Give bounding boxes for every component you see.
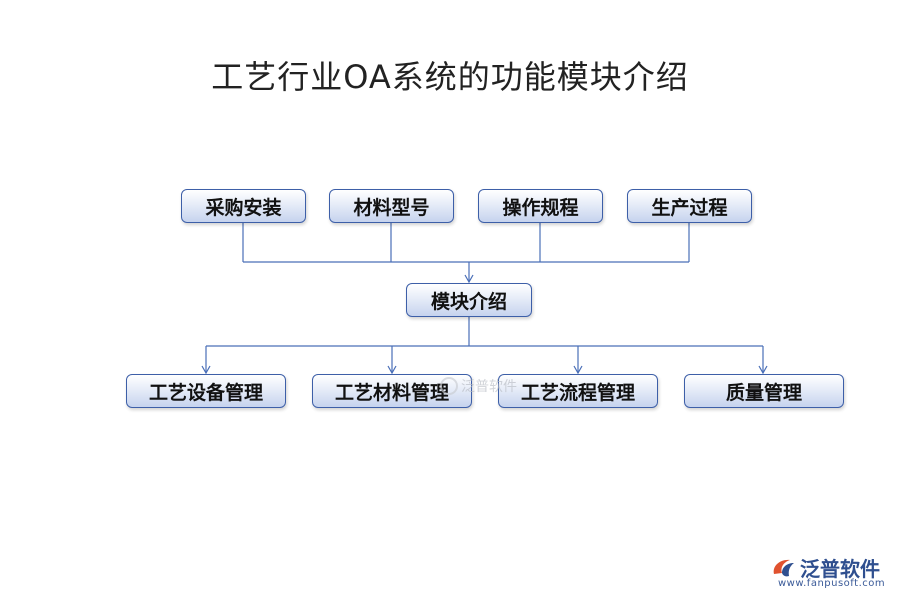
node-flow-management: 工艺流程管理	[498, 374, 658, 408]
brand-logo-icon	[773, 559, 794, 576]
node-material-model: 材料型号	[329, 189, 454, 223]
diagram-title: 工艺行业OA系统的功能模块介绍	[211, 58, 689, 96]
node-operating-procedure: 操作规程	[478, 189, 603, 223]
watermark-logo-icon	[440, 377, 458, 395]
watermark-text: 泛普软件	[461, 379, 517, 395]
brand-logo: 泛普软件	[770, 553, 880, 582]
brand-name: 泛普软件	[800, 557, 880, 581]
brand-url: www.fanpusoft.com	[778, 578, 886, 589]
node-quality-management: 质量管理	[684, 374, 844, 408]
node-production-process: 生产过程	[627, 189, 752, 223]
node-procurement-install: 采购安装	[181, 189, 306, 223]
node-module-intro: 模块介绍	[406, 283, 532, 317]
center-watermark: 泛普软件	[440, 376, 517, 396]
node-equipment-management: 工艺设备管理	[126, 374, 286, 408]
